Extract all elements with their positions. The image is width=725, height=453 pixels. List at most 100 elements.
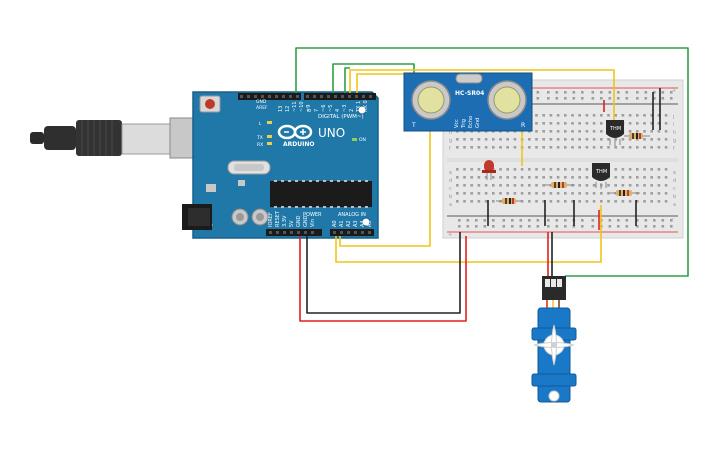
breadboard-hole[interactable] (614, 168, 617, 171)
breadboard-hole[interactable] (556, 146, 560, 149)
breadboard-hole[interactable] (592, 130, 596, 133)
breadboard-hole[interactable] (636, 138, 639, 141)
breadboard-hole[interactable] (657, 130, 661, 133)
breadboard-hole[interactable] (600, 130, 603, 133)
breadboard-hole[interactable] (661, 219, 665, 222)
breadboard-hole[interactable] (542, 146, 545, 149)
breadboard-hole[interactable] (600, 122, 603, 125)
breadboard-hole[interactable] (636, 146, 639, 149)
breadboard-hole[interactable] (591, 91, 595, 94)
breadboard-hole[interactable] (506, 184, 509, 187)
breadboard-hole[interactable] (670, 91, 673, 94)
breadboard-hole[interactable] (643, 168, 646, 171)
breadboard-hole[interactable] (614, 146, 617, 149)
breadboard-hole[interactable] (628, 176, 632, 179)
breadboard-hole[interactable] (621, 176, 625, 179)
breadboard-hole[interactable] (592, 146, 596, 149)
breadboard-hole[interactable] (528, 138, 531, 141)
breadboard-hole[interactable] (463, 168, 466, 171)
breadboard-hole[interactable] (592, 200, 596, 203)
breadboard-hole[interactable] (628, 130, 632, 133)
breadboard-hole[interactable] (549, 192, 553, 195)
breadboard-hole[interactable] (621, 200, 625, 203)
breadboard-hole[interactable] (600, 138, 603, 141)
breadboard-hole[interactable] (585, 176, 589, 179)
breadboard-hole[interactable] (650, 130, 653, 133)
breadboard-hole[interactable] (585, 122, 589, 125)
breadboard-hole[interactable] (664, 130, 668, 133)
breadboard-hole[interactable] (506, 192, 509, 195)
breadboard-hole[interactable] (535, 114, 538, 117)
breadboard-hole[interactable] (643, 192, 646, 195)
breadboard-hole[interactable] (502, 225, 506, 228)
breadboard-hole[interactable] (625, 97, 629, 100)
breadboard-hole[interactable] (535, 184, 538, 187)
breadboard-hole[interactable] (555, 97, 559, 100)
breadboard-hole[interactable] (564, 192, 567, 195)
breadboard-hole[interactable] (653, 219, 656, 222)
breadboard-hole[interactable] (572, 225, 576, 228)
breadboard-hole[interactable] (628, 184, 632, 187)
breadboard-hole[interactable] (578, 168, 581, 171)
breadboard-hole[interactable] (657, 200, 661, 203)
breadboard-hole[interactable] (564, 219, 567, 222)
breadboard-hole[interactable] (653, 97, 656, 100)
breadboard-hole[interactable] (607, 114, 610, 117)
breadboard-hole[interactable] (520, 200, 524, 203)
breadboard-hole[interactable] (643, 146, 646, 149)
breadboard-hole[interactable] (499, 192, 502, 195)
breadboard-hole[interactable] (571, 130, 574, 133)
breadboard-hole[interactable] (591, 97, 595, 100)
breadboard-hole[interactable] (536, 97, 540, 100)
breadboard-hole[interactable] (564, 91, 567, 94)
breadboard-hole[interactable] (513, 176, 517, 179)
breadboard-hole[interactable] (591, 225, 595, 228)
breadboard-hole[interactable] (470, 176, 473, 179)
breadboard-hole[interactable] (484, 146, 488, 149)
breadboard-hole[interactable] (657, 168, 661, 171)
breadboard-hole[interactable] (585, 192, 589, 195)
breadboard-hole[interactable] (608, 91, 612, 94)
breadboard-hole[interactable] (536, 225, 540, 228)
breadboard-hole[interactable] (592, 192, 596, 195)
breadboard-hole[interactable] (547, 225, 550, 228)
breadboard-hole[interactable] (643, 130, 646, 133)
breadboard-hole[interactable] (513, 168, 517, 171)
breadboard-hole[interactable] (657, 176, 661, 179)
breadboard-hole[interactable] (657, 138, 661, 141)
breadboard-hole[interactable] (549, 122, 553, 125)
breadboard-hole[interactable] (564, 122, 567, 125)
breadboard-hole[interactable] (499, 146, 502, 149)
breadboard-hole[interactable] (492, 184, 495, 187)
breadboard-hole[interactable] (483, 219, 487, 222)
breadboard-hole[interactable] (617, 91, 620, 94)
resistor[interactable] (610, 190, 640, 196)
breadboard-hole[interactable] (607, 138, 610, 141)
breadboard-hole[interactable] (585, 146, 589, 149)
breadboard-hole[interactable] (535, 200, 538, 203)
breadboard-hole[interactable] (528, 176, 531, 179)
breadboard-hole[interactable] (470, 192, 473, 195)
breadboard-hole[interactable] (556, 122, 560, 125)
breadboard-hole[interactable] (653, 225, 656, 228)
breadboard-hole[interactable] (528, 146, 531, 149)
breadboard-hole[interactable] (571, 168, 574, 171)
breadboard-hole[interactable] (477, 200, 481, 203)
breadboard-hole[interactable] (636, 200, 639, 203)
breadboard[interactable]: aabbccddeeffgghhiijj - + + - (442, 79, 684, 239)
breadboard-hole[interactable] (542, 114, 545, 117)
breadboard-hole[interactable] (542, 184, 545, 187)
breadboard-hole[interactable] (636, 168, 639, 171)
breadboard-hole[interactable] (528, 200, 531, 203)
breadboard-hole[interactable] (456, 184, 459, 187)
breadboard-hole[interactable] (650, 184, 653, 187)
breadboard-hole[interactable] (617, 225, 620, 228)
breadboard-hole[interactable] (571, 176, 574, 179)
breadboard-hole[interactable] (499, 138, 502, 141)
breadboard-hole[interactable] (636, 122, 639, 125)
servo-motor[interactable] (531, 276, 577, 403)
breadboard-hole[interactable] (643, 176, 646, 179)
breadboard-hole[interactable] (585, 168, 589, 171)
breadboard-hole[interactable] (585, 130, 589, 133)
breadboard-hole[interactable] (555, 225, 559, 228)
